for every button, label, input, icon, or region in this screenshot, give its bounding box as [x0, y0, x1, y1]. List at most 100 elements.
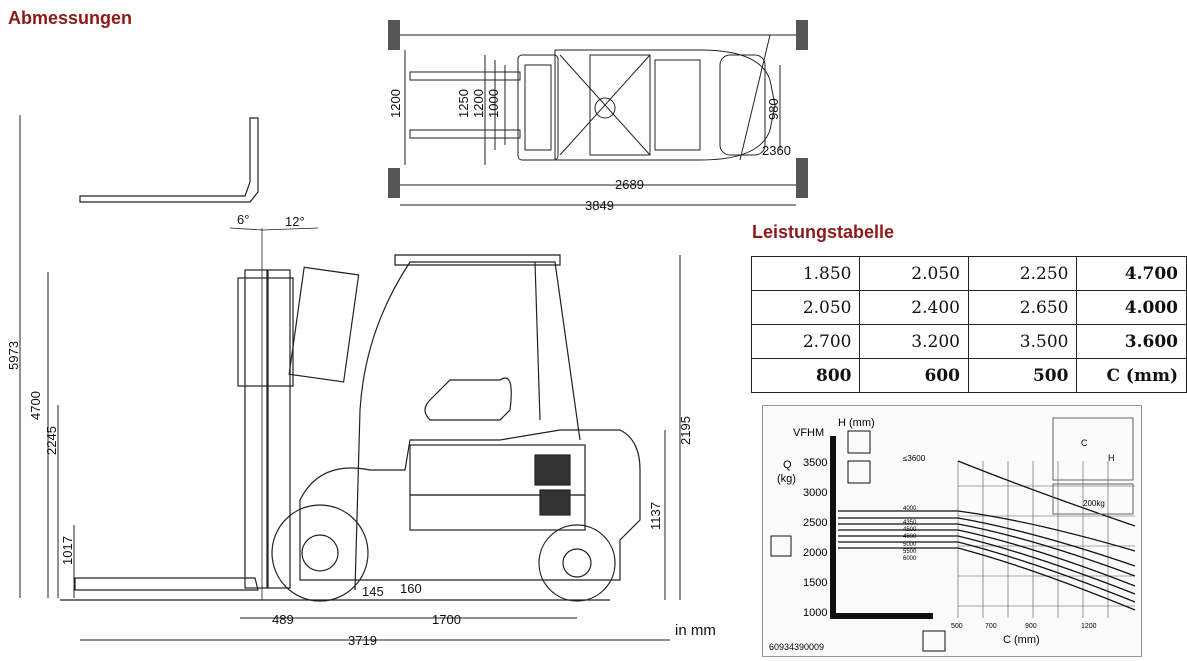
h-marker: ≤3600	[903, 454, 926, 463]
load-box-icon	[847, 430, 871, 454]
capacity-curves	[838, 460, 1136, 611]
dim-160: 160	[400, 581, 422, 596]
table-cell: 2.050	[859, 256, 969, 291]
load-box-icon	[847, 460, 871, 484]
dim-145: 145	[362, 584, 384, 599]
part-number: 60934390009	[769, 642, 824, 652]
y-ticks: 3500 3000 2500 2000 1500 1000	[803, 457, 827, 619]
top-view	[388, 20, 808, 206]
angle-6: 6°	[237, 212, 249, 227]
dim-top-2360: 2360	[762, 143, 791, 158]
mast-top	[517, 54, 559, 161]
mast-inner	[267, 269, 291, 589]
inset-letter: H	[1108, 453, 1115, 463]
unit-label: in mm	[675, 622, 716, 639]
dim-top-3849: 3849	[585, 198, 614, 213]
kg-label: (kg)	[777, 473, 796, 485]
y-tick-label: 3000	[803, 487, 827, 499]
warning-label: 200kg	[1083, 499, 1105, 508]
dim-1700: 1700	[432, 612, 461, 627]
warning-inset	[1052, 483, 1134, 515]
table-cell: 2.700	[750, 324, 861, 359]
table-cell: 500	[967, 358, 1078, 393]
table-cell: 800	[750, 358, 861, 393]
x-ticks: 500 700 900 1200	[951, 623, 1097, 630]
x-tick-label: 500	[951, 623, 963, 630]
performance-heading: Leistungstabelle	[752, 222, 895, 242]
chassis-top	[554, 49, 776, 161]
x-tick-label: 1200	[1081, 623, 1097, 630]
y-tick-label: 1500	[803, 577, 827, 589]
table-row: 800 600 500 C (mm)	[750, 358, 1187, 393]
lowered-fork	[74, 577, 259, 591]
dim-2195: 2195	[678, 416, 693, 445]
wall-hatch-left-bottom	[388, 168, 400, 198]
table-cell: C (mm)	[1076, 358, 1187, 393]
dim-top-2689: 2689	[615, 177, 644, 192]
fork-bottom	[409, 129, 521, 139]
dim-5973: 5973	[6, 341, 21, 370]
dim-3719: 3719	[348, 633, 377, 648]
curve-label: 5500	[903, 549, 917, 555]
dim-4700: 4700	[28, 391, 43, 420]
chassis-side	[299, 429, 641, 581]
wall-hatch-right-top	[796, 20, 808, 50]
carriage-tilt-forward	[288, 266, 360, 383]
guard-roof	[394, 254, 561, 266]
y-tick-label: 3500	[803, 457, 827, 469]
x-tick-label: 900	[1025, 623, 1037, 630]
curve-label: 5000	[903, 542, 917, 548]
curve-labels: 4000 4350 4500 4800 5000 5500 6000	[903, 506, 917, 562]
vfhm-label: VFHM	[793, 427, 824, 439]
y-tick-label: 2000	[803, 547, 827, 559]
q-label: Q	[783, 459, 792, 471]
table-row: 2.700 3.200 3.500 3.600	[750, 324, 1187, 359]
curve-label: 4000	[903, 506, 917, 512]
dim-top-1200-inner: 1200	[471, 89, 486, 118]
wall-hatch-left-top	[388, 20, 400, 50]
load-box-icon	[770, 535, 792, 557]
table-cell: 3.600	[1076, 324, 1187, 359]
y-tick-label: 1000	[803, 607, 827, 619]
curve-label: 6000	[903, 556, 917, 562]
overhead-guard	[354, 261, 581, 591]
h-label: H (mm)	[838, 417, 875, 429]
load-diagram: VFHM H (mm) ≤3600 Q (kg) 3500 3000 2500 …	[762, 405, 1142, 657]
table-cell: 3.500	[967, 324, 1078, 359]
table-cell: 2.050	[750, 290, 861, 325]
wall-hatch-right-bottom	[796, 158, 808, 198]
seat	[424, 377, 512, 421]
raised-fork	[79, 117, 259, 203]
dim-top-1200-outer: 1200	[388, 89, 403, 118]
c-label: C (mm)	[1003, 634, 1040, 646]
diagram-axis	[830, 436, 933, 619]
table-cell: 4.700	[1076, 256, 1187, 291]
dim-top-1250: 1250	[456, 89, 471, 118]
dim-1017: 1017	[60, 536, 75, 565]
performance-table: 1.850 2.050 2.250 4.700 2.050 2.400 2.65…	[750, 256, 1187, 393]
side-view-labels: 6° 12° 5973 4700 2245 1017 2195 1137 145…	[6, 212, 693, 648]
dim-489: 489	[272, 612, 294, 627]
carriage-tilt-back	[237, 277, 294, 387]
curve-label: 4800	[903, 534, 917, 540]
inset-letter: C	[1081, 438, 1088, 448]
side-view	[19, 115, 681, 641]
top-view-labels: 1200 1250 1200 1000 980 2360 2689 3849	[388, 89, 791, 213]
table-cell: 3.200	[859, 324, 969, 359]
table-cell: 600	[859, 358, 969, 393]
table-row: 1.850 2.050 2.250 4.700	[750, 256, 1187, 291]
mast-inset	[1052, 417, 1134, 481]
table-cell: 2.650	[967, 290, 1078, 325]
mast-outer	[244, 269, 268, 589]
angle-12: 12°	[285, 214, 305, 229]
dimensions-heading: Abmessungen	[8, 8, 133, 28]
curve-label: 4500	[903, 527, 917, 533]
dim-1137: 1137	[648, 502, 663, 530]
dim-top-980: 980	[766, 98, 781, 120]
dim-2245: 2245	[44, 426, 59, 455]
curve-label: 4350	[903, 520, 917, 526]
table-cell: 1.850	[750, 256, 861, 291]
y-tick-label: 2500	[803, 517, 827, 529]
load-diagram-svg: VFHM H (mm) ≤3600 Q (kg) 3500 3000 2500 …	[763, 406, 1141, 656]
